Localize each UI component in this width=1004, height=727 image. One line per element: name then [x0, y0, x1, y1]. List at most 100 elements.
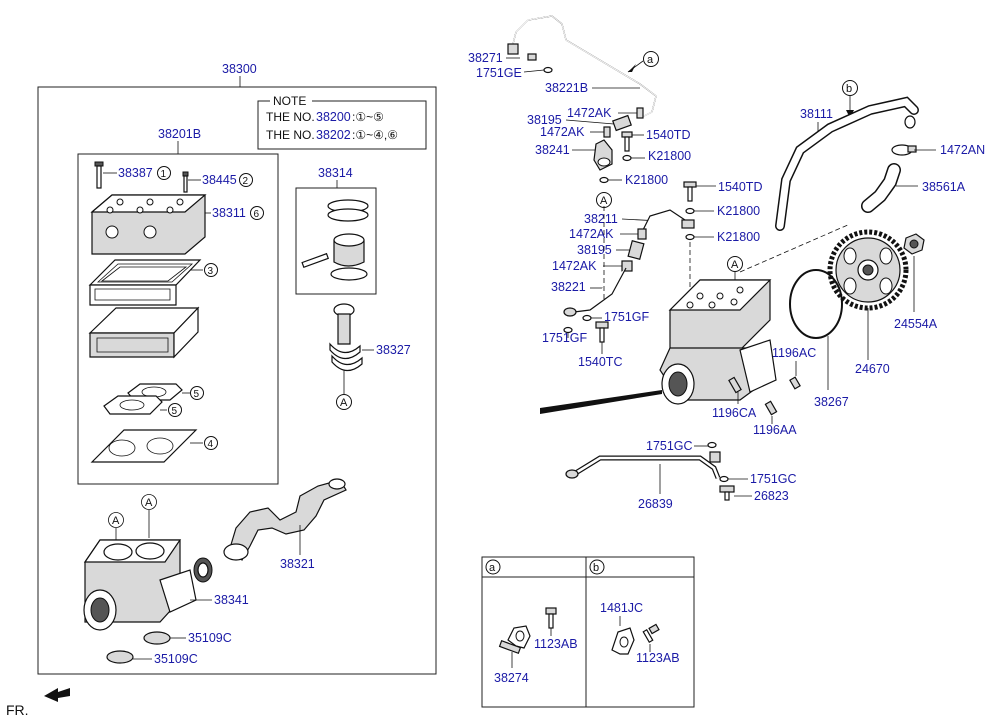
label-1472AK-4[interactable]: 1472AK [552, 259, 597, 273]
ref-b: b [846, 83, 852, 95]
label-38561A[interactable]: 38561A [922, 180, 966, 194]
fitting-38271 [507, 43, 519, 55]
ref-6: 6 [254, 209, 260, 220]
compressor-assembly [659, 279, 777, 405]
label-K21800-2[interactable]: K21800 [625, 173, 668, 187]
pipe-38221 [573, 267, 627, 313]
front-direction-label: FR. [6, 702, 29, 718]
assembly-number[interactable]: 38300 [222, 62, 257, 76]
label-24554A[interactable]: 24554A [894, 317, 938, 331]
note-box: NOTE THE NO. 38200 :①~⑤ THE NO. 38202 :①… [257, 94, 427, 150]
label-1472AN[interactable]: 1472AN [940, 143, 985, 157]
ref-a2: A [112, 515, 120, 527]
label-24670[interactable]: 24670 [855, 362, 890, 376]
ref-5b: 5 [172, 406, 178, 417]
label-1123AB-a[interactable]: 1123AB [534, 637, 578, 651]
seal-ring [193, 557, 213, 583]
ref-a1: A [340, 397, 348, 409]
pin-38445 [182, 171, 189, 193]
detail-col-b: b [593, 562, 599, 574]
label-38445[interactable]: 38445 [202, 173, 237, 187]
label-35109C-a[interactable]: 35109C [188, 631, 232, 645]
label-1196AA[interactable]: 1196AA [753, 423, 797, 437]
label-1540TC[interactable]: 1540TC [578, 355, 622, 369]
note-line2-range: :①~④,⑥ [352, 128, 398, 142]
label-K21800-3[interactable]: K21800 [717, 204, 760, 218]
label-38341[interactable]: 38341 [214, 593, 249, 607]
label-38321[interactable]: 38321 [280, 557, 315, 571]
label-1472AK-1[interactable]: 1472AK [567, 106, 612, 120]
label-38267[interactable]: 38267 [814, 395, 849, 409]
note-line2-prefix: THE NO. [266, 128, 315, 142]
ref-3: 3 [208, 266, 214, 277]
label-1196AC[interactable]: 1196AC [772, 346, 816, 360]
label-38201B[interactable]: 38201B [158, 127, 201, 141]
label-1751GC-1[interactable]: 1751GC [646, 439, 693, 453]
label-1540TD-1[interactable]: 1540TD [646, 128, 690, 142]
label-38274[interactable]: 38274 [494, 671, 529, 685]
cap-35109C-b [106, 650, 134, 664]
bolt-38387 [94, 161, 104, 189]
label-26839[interactable]: 26839 [638, 497, 673, 511]
label-38195-1[interactable]: 38195 [527, 113, 562, 127]
piston-ring-lower [330, 267, 368, 281]
note-line1-prefix: THE NO. [266, 110, 315, 124]
piston-rings [327, 199, 369, 222]
clip-38274 [498, 625, 531, 655]
connecting-rod-38327 [329, 303, 363, 372]
label-1751GF-1[interactable]: 1751GF [604, 310, 650, 324]
label-38221[interactable]: 38221 [551, 280, 586, 294]
label-38314[interactable]: 38314 [318, 166, 353, 180]
label-38387[interactable]: 38387 [118, 166, 153, 180]
label-26823[interactable]: 26823 [754, 489, 789, 503]
front-arrow-icon [44, 688, 70, 702]
gasket-3 [88, 259, 202, 306]
label-1540TD-2[interactable]: 1540TD [718, 180, 762, 194]
bolt-1123AB-b [648, 623, 660, 635]
label-K21800-1[interactable]: K21800 [648, 149, 691, 163]
label-1196CA[interactable]: 1196CA [712, 406, 757, 420]
label-1751GC-2[interactable]: 1751GC [750, 472, 797, 486]
crankcase-housing-38341 [83, 539, 197, 631]
detail-table [481, 556, 695, 708]
label-1751GF-2[interactable]: 1751GF [542, 331, 588, 345]
clamp-1472AN [891, 144, 917, 156]
label-35109C-b[interactable]: 35109C [154, 652, 198, 666]
gear-24670 [827, 229, 909, 311]
label-38211[interactable]: 38211 [584, 212, 618, 226]
bolt-1540TC [595, 321, 609, 329]
ref-2: 2 [243, 176, 249, 187]
piston-frame [295, 187, 377, 295]
cylinder-head-38311 [90, 194, 207, 255]
label-38327[interactable]: 38327 [376, 343, 411, 357]
note-line1-range: :①~⑤ [352, 110, 384, 124]
crankshaft-38321 [223, 478, 347, 561]
label-1472AK-2[interactable]: 1472AK [540, 125, 585, 139]
label-1123AB-b[interactable]: 1123AB [636, 651, 680, 665]
bolt-1540TD-1 [621, 131, 633, 138]
label-K21800-4[interactable]: K21800 [717, 230, 760, 244]
label-38311[interactable]: 38311 [212, 206, 246, 220]
label-1472AK-3[interactable]: 1472AK [569, 227, 614, 241]
bolt-1540TD-2 [683, 181, 697, 188]
label-38241[interactable]: 38241 [535, 143, 570, 157]
label-38271[interactable]: 38271 [468, 51, 503, 65]
detail-col-a: a [489, 562, 496, 574]
drive-line [540, 390, 662, 414]
bolt-1196AC [789, 376, 801, 390]
label-38195-2[interactable]: 38195 [577, 243, 612, 257]
label-38111[interactable]: 38111 [800, 107, 833, 121]
valve-plate [88, 306, 200, 359]
gasket-5b [103, 395, 163, 415]
bolt-1123AB-a [545, 607, 557, 615]
label-38221B[interactable]: 38221B [545, 81, 588, 95]
ref-a3: A [145, 497, 153, 509]
note-title: NOTE [273, 94, 306, 108]
ref-5a: 5 [194, 389, 200, 400]
label-1751GE[interactable]: 1751GE [476, 66, 522, 80]
label-1481JC[interactable]: 1481JC [600, 601, 643, 615]
note-line1-part[interactable]: 38200 [316, 110, 351, 124]
note-line2-part[interactable]: 38202 [316, 128, 351, 142]
ref-a-top: a [647, 54, 654, 66]
